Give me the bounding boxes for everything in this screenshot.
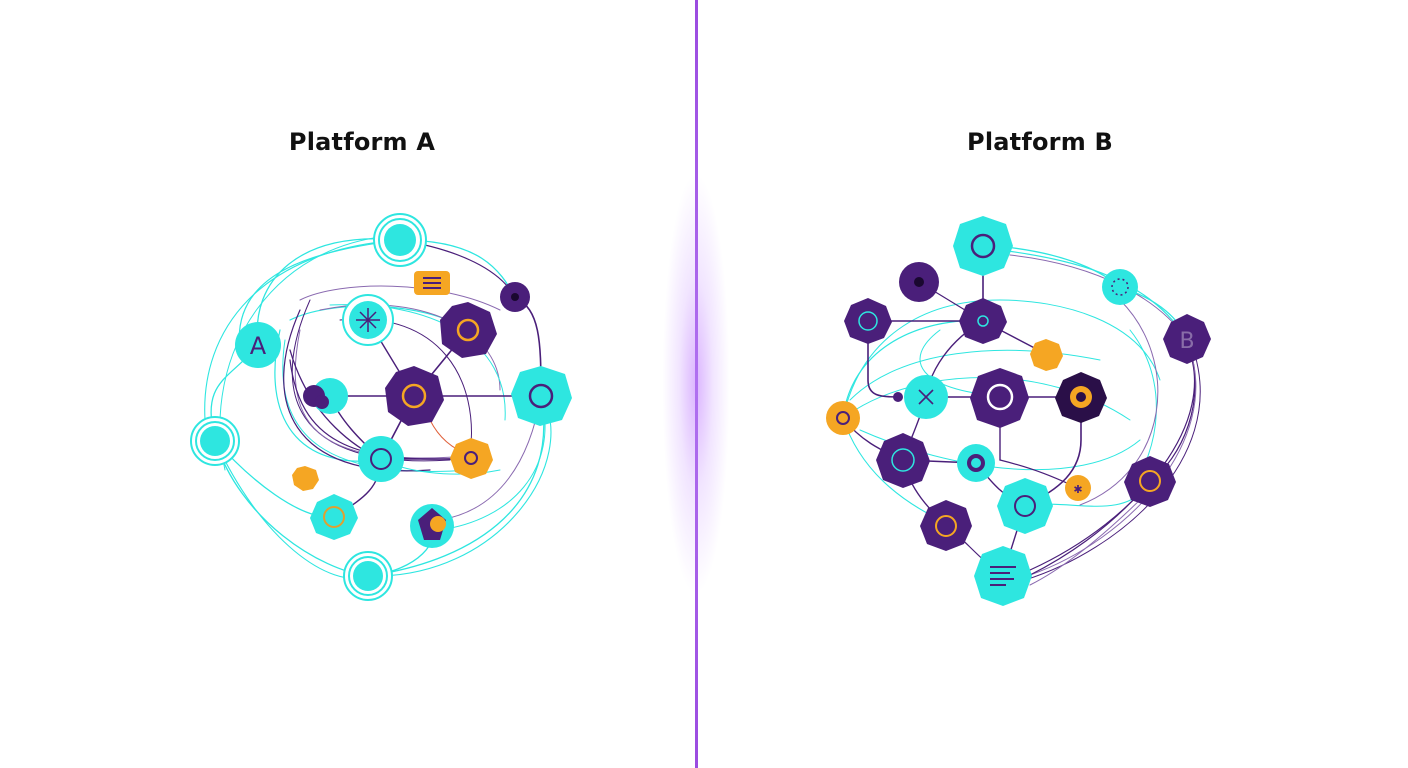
platform-b-network: B ✱	[826, 216, 1211, 606]
node-polygon-purple-mid	[959, 298, 1007, 344]
node-cyan-donut	[957, 444, 995, 482]
node-ring-top	[373, 213, 427, 267]
node-polygon-cyan-lower	[997, 478, 1053, 534]
node-polygon-purple-1	[440, 302, 497, 358]
node-polygon-cyan-right	[511, 366, 572, 426]
platform-b-badge: B	[1163, 314, 1211, 364]
node-ring-left	[190, 416, 240, 466]
node-dot-purple-b	[899, 262, 939, 302]
node-orange-right	[450, 438, 493, 479]
node-polygon-purple-center-b	[970, 368, 1029, 428]
node-ring-bottom	[343, 551, 393, 601]
close-node-icon	[893, 375, 948, 419]
node-orange-left-b	[826, 401, 860, 435]
platform-a-links	[204, 234, 552, 579]
node-polygon-purple-center	[385, 366, 444, 426]
platform-a-title: Platform A	[288, 128, 436, 156]
platform-a-network: A	[190, 213, 572, 601]
sparkle-node-icon: ✱	[1065, 475, 1091, 501]
node-polygon-purple-left	[844, 298, 892, 344]
node-polygon-purple-bottom	[920, 500, 972, 551]
svg-text:✱: ✱	[1073, 483, 1082, 496]
node-cyan-center	[358, 436, 404, 482]
platform-b-title: Platform B	[967, 128, 1113, 156]
target-node-icon	[1055, 372, 1107, 423]
gem-node-icon	[410, 504, 454, 548]
dotted-node-icon	[1102, 269, 1138, 305]
node-polygon-cyan-top	[953, 216, 1013, 276]
platform-a-badge: A	[235, 322, 281, 368]
platform-a-badge-label: A	[250, 332, 267, 360]
node-orange-small-b	[1030, 339, 1063, 371]
star-node-icon	[342, 294, 394, 346]
document-node-icon	[974, 546, 1032, 606]
node-polygon-purple-right	[1124, 456, 1176, 507]
node-dot-purple	[500, 282, 530, 312]
node-orange-small	[292, 466, 319, 491]
center-divider	[695, 0, 698, 768]
platform-b-badge-label: B	[1179, 329, 1194, 354]
node-cyan-left	[303, 378, 348, 414]
node-polygon-purple-lower-left	[876, 433, 930, 488]
menu-chip-icon	[414, 271, 450, 295]
node-cyan-lower	[310, 494, 358, 540]
